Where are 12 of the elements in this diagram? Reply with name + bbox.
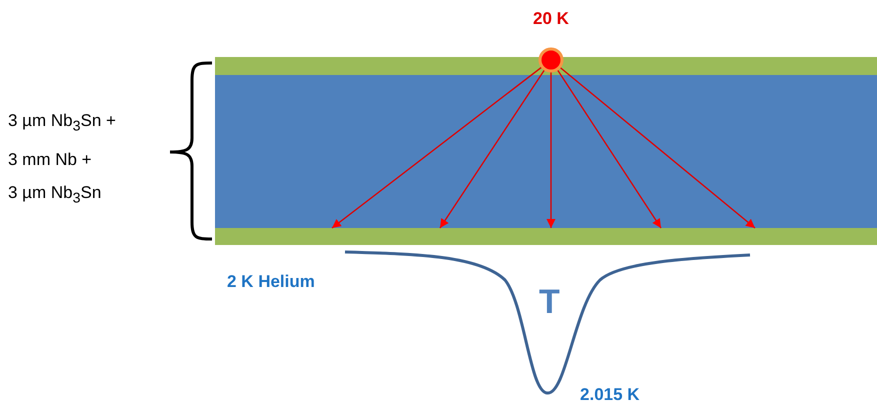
heat-flow-arrow [546, 72, 556, 228]
heat-flow-arrow [557, 70, 662, 228]
coating-layer [215, 228, 877, 245]
heat-flow-arrow [560, 67, 756, 228]
hot-spot-circle [538, 47, 564, 73]
helium-temperature-label: 2 K Helium [227, 272, 315, 292]
layer-composition-label: 3 µm Nb$_{3}$Sn + 3 mm Nb + 3 µm Nb$_{3}$Sn [8, 110, 117, 209]
temperature-label: 20 K [532, 9, 570, 29]
heat-flow-arrow [439, 70, 545, 228]
temperature-axis-label: T [539, 283, 560, 322]
heat-flow-arrow [332, 66, 542, 229]
minimum-temperature-label: 2.015 K [580, 385, 640, 405]
